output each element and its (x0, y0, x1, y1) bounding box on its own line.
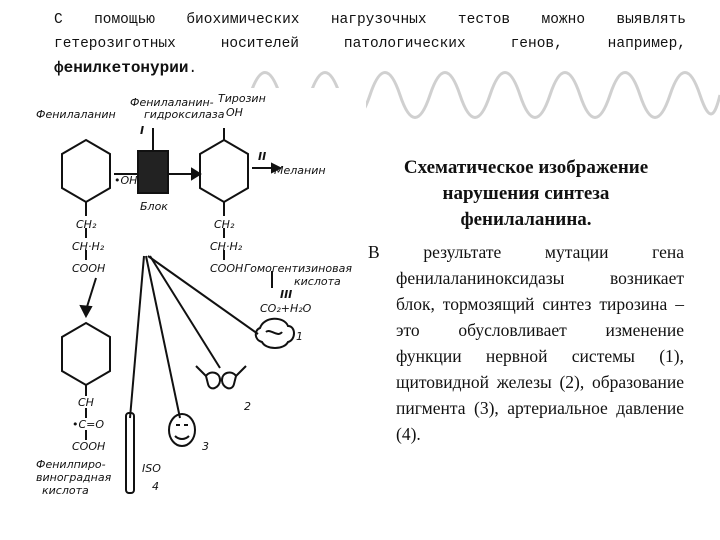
label-co2: СО₂+Н₂О (260, 302, 312, 315)
label-num-three: 3 (202, 440, 209, 453)
label-phenylpyruvic-2: виноградная (36, 471, 112, 484)
description-body: В результате мутации гена фенилаланинокс… (368, 242, 684, 444)
label-tyrosine: Тирозин (218, 92, 266, 105)
label-num-four: 4 (152, 480, 159, 493)
decorative-wave (250, 71, 720, 119)
label-chnh2-left: СН·Н₂ (72, 240, 105, 253)
label-phenylpyruvic-1: Фенилпиро- (36, 458, 106, 471)
label-block: Блок (140, 200, 168, 213)
label-roman-three: III (280, 288, 292, 301)
face-icon (168, 413, 196, 447)
brain-icon (254, 317, 295, 349)
label-ch-bottom: СН (78, 396, 94, 409)
label-ch2-right: СН₂ (214, 218, 235, 231)
label-homogentisic-1: Гомогентизиновая (244, 262, 352, 275)
label-cooh-left: СООН (72, 262, 105, 275)
description-block: Схематическое изображение нарушения синт… (368, 155, 684, 447)
label-num-two: 2 (244, 400, 251, 413)
label-oh: •ОН (114, 174, 137, 187)
label-cooh-right: СООН (210, 262, 243, 275)
label-iso: ISO (142, 462, 161, 475)
label-tyrosine-oh: ОН (226, 106, 243, 119)
label-ch2-left: СН₂ (76, 218, 97, 231)
benzene-ring-left (61, 138, 111, 204)
label-co-bottom: •С=О (72, 418, 104, 431)
diagram-heading: Схематическое изображение нарушения синт… (368, 155, 684, 233)
intro-line-1: С помощью биохимических нагрузочных тест… (54, 12, 686, 28)
label-enzyme-2: гидроксилаза (144, 108, 225, 121)
block-box (137, 150, 169, 194)
intro-trailing: . (188, 61, 198, 77)
label-melanin: Меланин (274, 164, 326, 177)
metabolism-diagram: Фенилаланин Фенилаланин- гидроксилаза I … (34, 88, 366, 514)
intro-line-2: гетерозиготных носителей патологических … (54, 36, 686, 52)
label-phenylalanine: Фенилаланин (36, 108, 116, 121)
heading-line-1: Схематическое изображение (403, 157, 649, 178)
label-enzyme-1: Фенилаланин- (130, 96, 214, 109)
label-roman-two: II (258, 150, 266, 163)
label-phenylpyruvic-3: кислота (42, 484, 89, 497)
diagram-svg: Фенилаланин Фенилаланин- гидроксилаза I … (36, 92, 352, 497)
benzene-ring-right (199, 138, 249, 204)
heading-line-3: фенилаланина. (460, 209, 592, 230)
label-num-one: 1 (296, 330, 303, 343)
intro-paragraph: С помощью биохимических нагрузочных тест… (54, 8, 686, 81)
intro-keyword: фенилкетонурии (54, 59, 189, 77)
label-roman-one: I (140, 124, 144, 137)
label-cooh-bottom: СООН (72, 440, 105, 453)
benzene-ring-bottom (61, 321, 111, 387)
label-chnh2-right: СН·Н₂ (210, 240, 243, 253)
intro-line-3: фенилкетонурии. (54, 56, 686, 81)
label-homogentisic-2: кислота (294, 275, 341, 288)
heading-line-2: нарушения синтеза (442, 183, 610, 204)
thyroid-icon (204, 371, 238, 390)
thermometer (125, 412, 135, 494)
